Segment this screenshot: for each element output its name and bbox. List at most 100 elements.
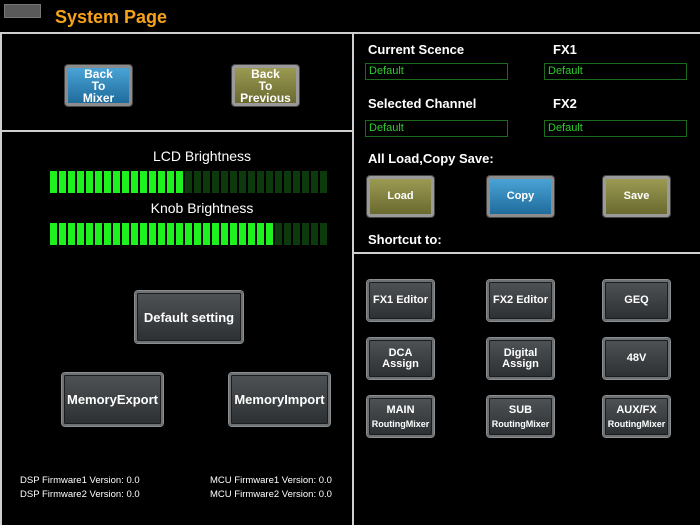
center-divider <box>352 33 354 525</box>
right-mid-divider <box>354 252 700 254</box>
lcd-brightness-segment <box>77 171 84 193</box>
left-top-divider <box>0 130 352 132</box>
knob-brightness-segment <box>185 223 192 245</box>
lcd-brightness-segment <box>266 171 273 193</box>
lcd-brightness-segment <box>176 171 183 193</box>
selected-channel-label: Selected Channel <box>368 96 477 111</box>
knob-brightness-segment <box>194 223 201 245</box>
shortcut-label: Shortcut to: <box>368 232 442 247</box>
aux-fx-routing-subtitle: RoutingMixer <box>607 418 666 429</box>
load-button[interactable]: Load <box>367 176 434 217</box>
lcd-brightness-segment <box>212 171 219 193</box>
memory-export-button[interactable]: MemoryExport <box>62 373 163 426</box>
knob-brightness-segment <box>221 223 228 245</box>
knob-brightness-segment <box>158 223 165 245</box>
lcd-brightness-segment <box>239 171 246 193</box>
fx1-editor-button[interactable]: FX1 Editor <box>367 280 434 321</box>
geq-button[interactable]: GEQ <box>603 280 670 321</box>
selected-channel-field[interactable]: Default <box>365 120 508 137</box>
lcd-brightness-segment <box>140 171 147 193</box>
knob-brightness-segment <box>68 223 75 245</box>
knob-brightness-segment <box>257 223 264 245</box>
lcd-brightness-segment <box>311 171 318 193</box>
aux-fx-routing-mixer-button[interactable]: AUX/FX RoutingMixer <box>603 396 670 437</box>
lcd-brightness-segment <box>95 171 102 193</box>
save-button[interactable]: Save <box>603 176 670 217</box>
dsp-firmware2-version: DSP Firmware2 Version: 0.0 <box>20 489 140 500</box>
lcd-brightness-segment <box>221 171 228 193</box>
digital-assign-button[interactable]: Digital Assign <box>487 338 554 379</box>
default-setting-button[interactable]: Default setting <box>135 291 243 343</box>
main-routing-title: MAIN <box>386 403 415 416</box>
dsp-firmware1-version: DSP Firmware1 Version: 0.0 <box>20 475 140 486</box>
knob-brightness-segment <box>149 223 156 245</box>
fx2-label: FX2 <box>553 96 577 111</box>
knob-brightness-segment <box>59 223 66 245</box>
sub-routing-mixer-button[interactable]: SUB RoutingMixer <box>487 396 554 437</box>
sub-routing-subtitle: RoutingMixer <box>491 418 550 429</box>
knob-brightness-segment <box>203 223 210 245</box>
title-divider <box>0 32 700 34</box>
lcd-brightness-segment <box>293 171 300 193</box>
copy-button[interactable]: Copy <box>487 176 554 217</box>
knob-brightness-segment <box>239 223 246 245</box>
lcd-brightness-segment <box>131 171 138 193</box>
lcd-brightness-segment <box>302 171 309 193</box>
knob-brightness-segment <box>248 223 255 245</box>
lcd-brightness-segment <box>59 171 66 193</box>
knob-brightness-meter[interactable] <box>50 223 327 245</box>
knob-brightness-segment <box>320 223 327 245</box>
lcd-brightness-meter[interactable] <box>50 171 327 193</box>
sub-routing-title: SUB <box>508 403 533 416</box>
lcd-brightness-segment <box>248 171 255 193</box>
lcd-brightness-segment <box>320 171 327 193</box>
back-to-mixer-button[interactable]: Back To Mixer <box>65 65 132 106</box>
knob-brightness-segment <box>230 223 237 245</box>
title-bar: System Page <box>0 0 700 33</box>
knob-brightness-segment <box>113 223 120 245</box>
fx2-editor-button[interactable]: FX2 Editor <box>487 280 554 321</box>
mcu-firmware1-version: MCU Firmware1 Version: 0.0 <box>210 475 332 486</box>
knob-brightness-segment <box>167 223 174 245</box>
lcd-brightness-segment <box>185 171 192 193</box>
memory-import-button[interactable]: MemoryImport <box>229 373 330 426</box>
main-routing-mixer-button[interactable]: MAIN RoutingMixer <box>367 396 434 437</box>
lcd-brightness-segment <box>194 171 201 193</box>
knob-brightness-segment <box>95 223 102 245</box>
knob-brightness-segment <box>50 223 57 245</box>
48v-button[interactable]: 48V <box>603 338 670 379</box>
knob-brightness-segment <box>77 223 84 245</box>
left-border <box>0 33 2 525</box>
current-scene-label: Current Scence <box>368 42 465 57</box>
lcd-brightness-segment <box>113 171 120 193</box>
lcd-brightness-segment <box>203 171 210 193</box>
knob-brightness-segment <box>302 223 309 245</box>
knob-brightness-segment <box>176 223 183 245</box>
lcd-brightness-segment <box>104 171 111 193</box>
fx2-field[interactable]: Default <box>544 120 687 137</box>
lcd-brightness-segment <box>149 171 156 193</box>
lcd-brightness-segment <box>230 171 237 193</box>
knob-brightness-segment <box>140 223 147 245</box>
page-title: System Page <box>55 7 168 27</box>
main-routing-subtitle: RoutingMixer <box>371 418 430 429</box>
all-load-copy-save-label: All Load,Copy Save: <box>368 151 494 166</box>
knob-brightness-segment <box>266 223 273 245</box>
dca-assign-button[interactable]: DCA Assign <box>367 338 434 379</box>
lcd-brightness-segment <box>158 171 165 193</box>
knob-brightness-segment <box>284 223 291 245</box>
knob-brightness-segment <box>293 223 300 245</box>
back-to-previous-button[interactable]: Back To Previous <box>232 65 299 106</box>
knob-brightness-segment <box>104 223 111 245</box>
fx1-label: FX1 <box>553 42 577 57</box>
fx1-field[interactable]: Default <box>544 63 687 80</box>
lcd-brightness-segment <box>86 171 93 193</box>
lcd-brightness-segment <box>167 171 174 193</box>
lcd-brightness-segment <box>257 171 264 193</box>
nav-back-tab[interactable] <box>4 4 41 18</box>
mcu-firmware2-version: MCU Firmware2 Version: 0.0 <box>210 489 332 500</box>
knob-brightness-label: Knob Brightness <box>150 200 254 216</box>
lcd-brightness-segment <box>68 171 75 193</box>
lcd-brightness-segment <box>275 171 282 193</box>
current-scene-field[interactable]: Default <box>365 63 508 80</box>
